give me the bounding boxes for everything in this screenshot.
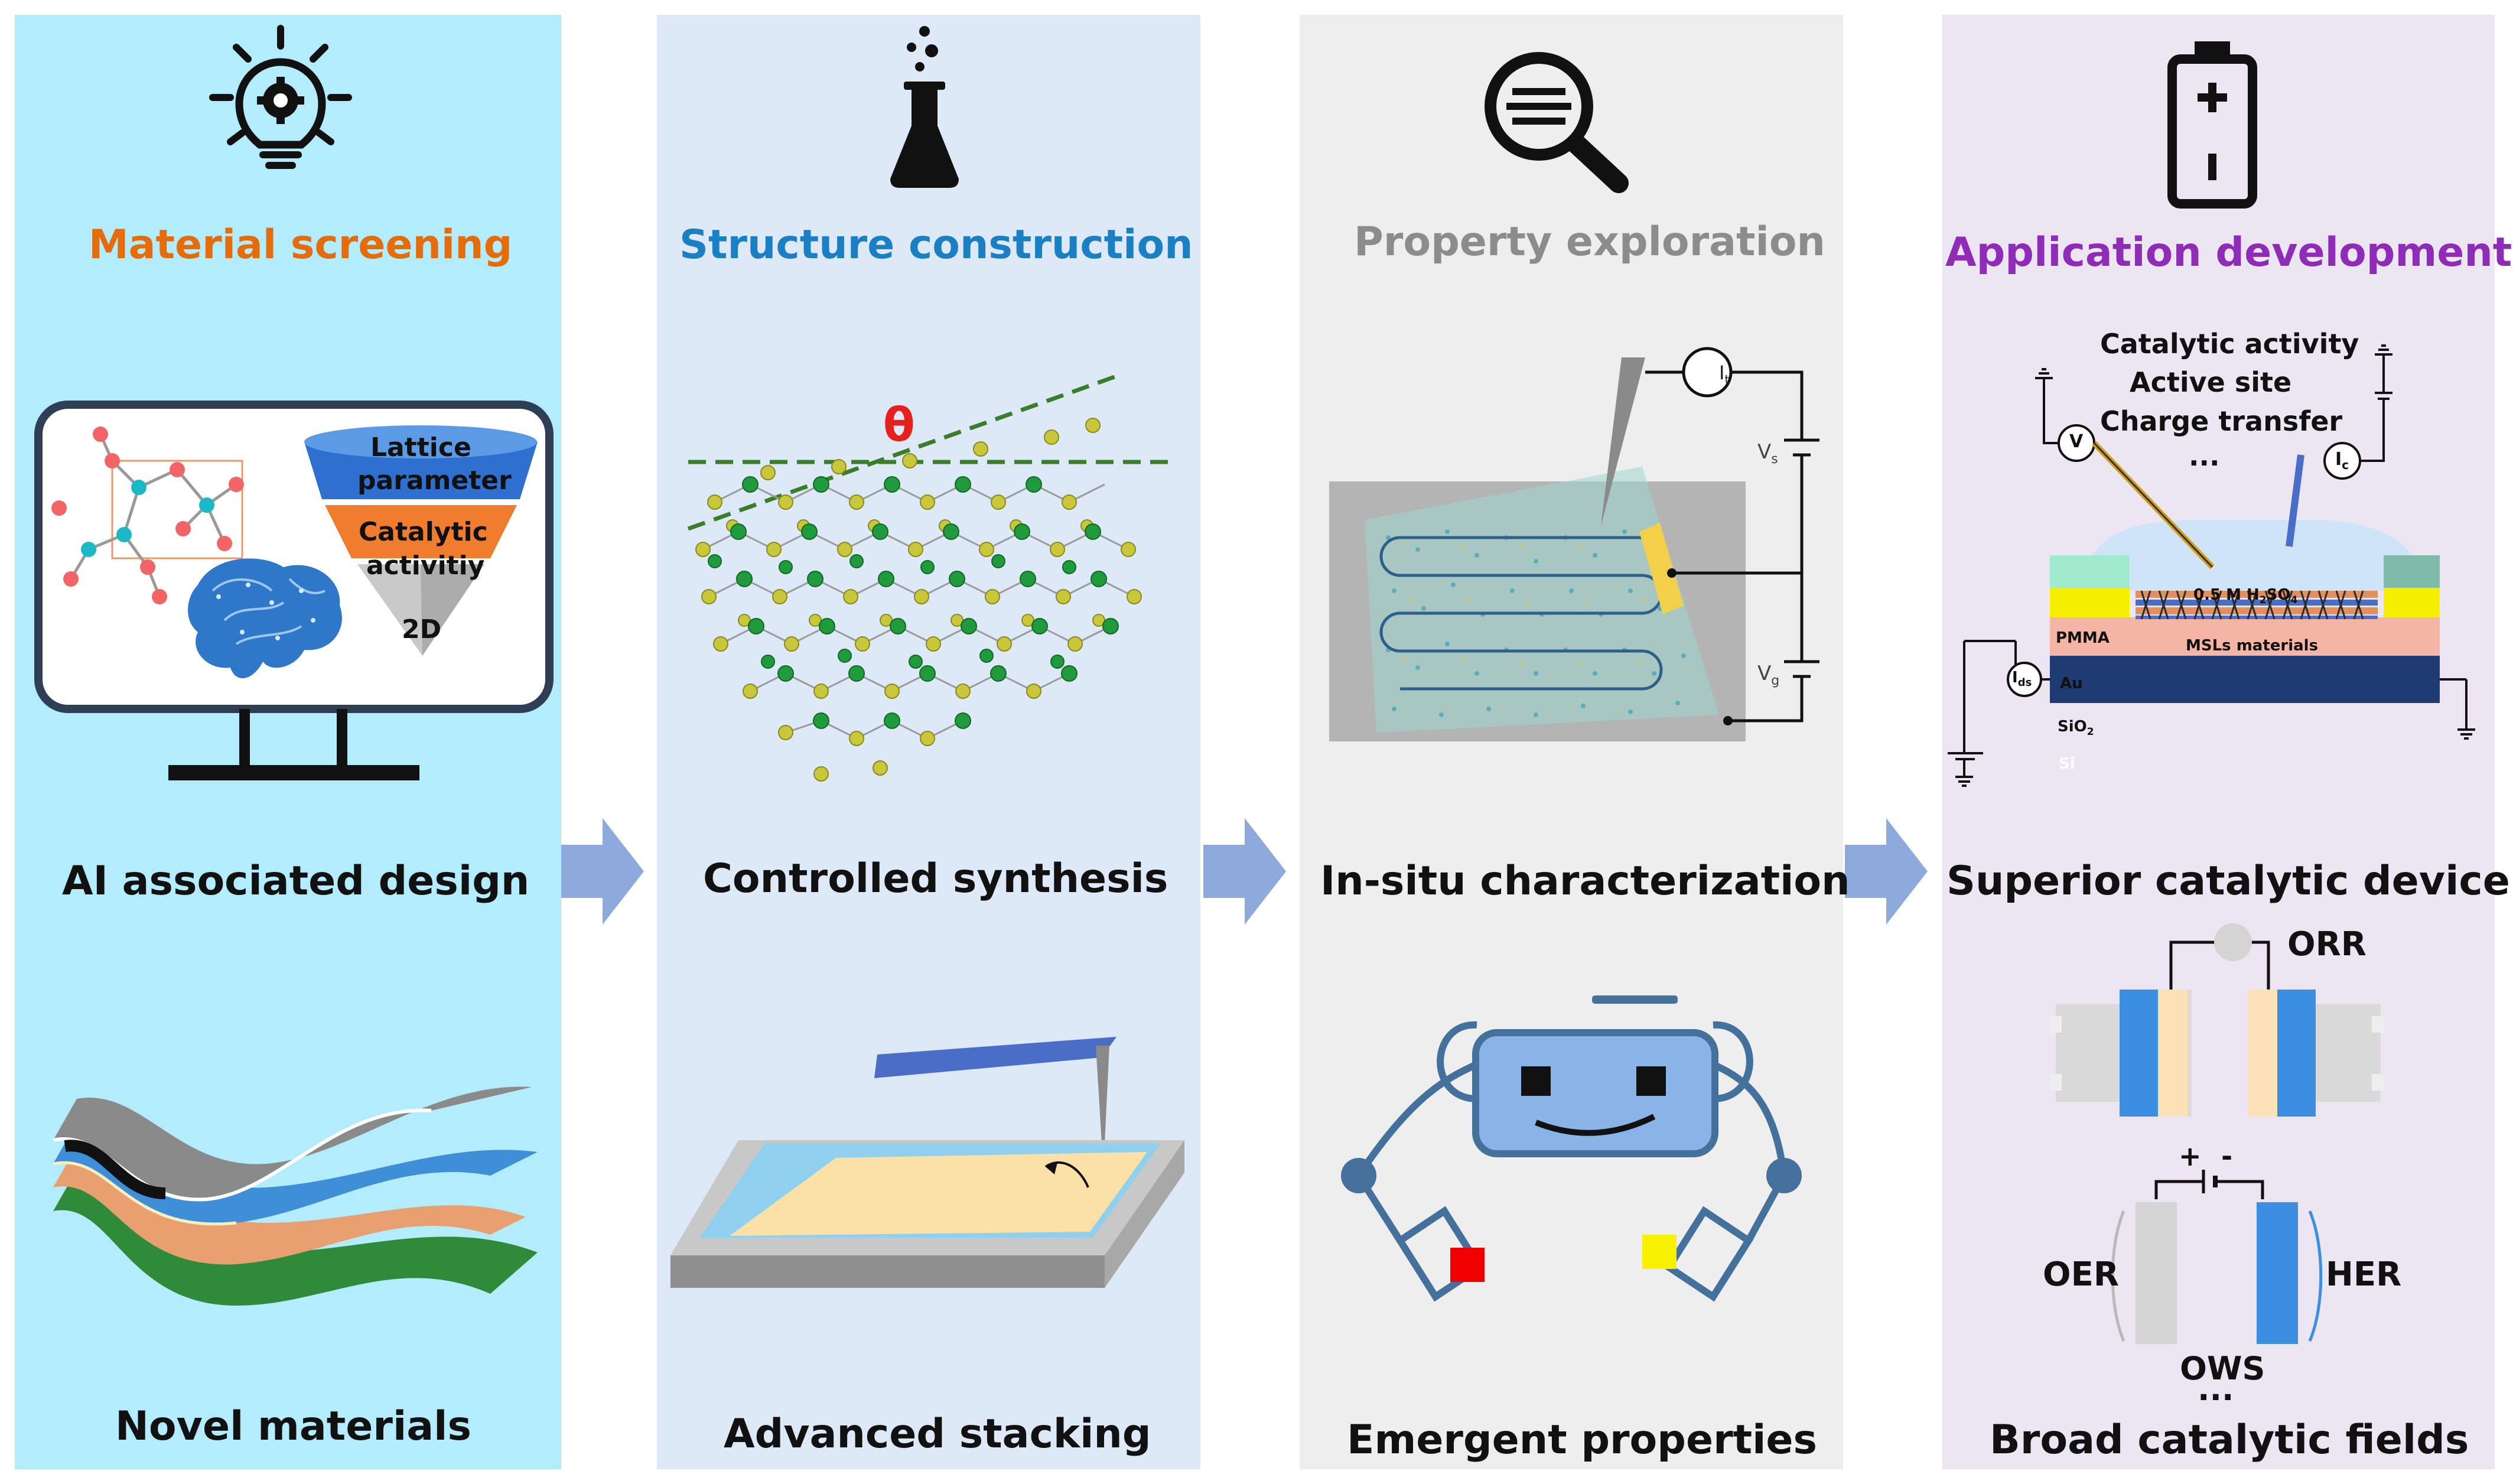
label-current-ids: Ids: [2012, 669, 2032, 689]
funnel-label-catalytic: Catalytic: [359, 517, 488, 547]
in-situ-measurement-illustration: [1329, 347, 1819, 741]
caption-in-situ-characterization: In-situ characterization: [1320, 858, 1850, 904]
flow-arrow-2: [1203, 818, 1286, 925]
lightbulb-gear-icon: [209, 25, 352, 169]
label-msls-materials: MSLs materials: [2186, 637, 2319, 655]
label-orr: ORR: [2287, 925, 2366, 964]
device-list-catalytic-activity: Catalytic activity: [2100, 328, 2359, 360]
label-ellipsis: ...: [2198, 1371, 2234, 1408]
caption-ai-associated-design: AI associated design: [62, 858, 530, 904]
panel-application-development: [1942, 15, 2495, 1469]
novel-materials-illustration: [53, 1086, 538, 1306]
label-voltage-vs: Vs: [1757, 440, 1778, 467]
robot-illustration: [1341, 995, 1802, 1302]
caption-broad-catalytic-fields: Broad catalytic fields: [1990, 1417, 2469, 1463]
heading-application-development: Application development: [1945, 229, 2512, 276]
heading-material-screening: Material screening: [89, 222, 513, 268]
funnel-label-2d: 2D: [402, 614, 442, 645]
label-electrolyte: 0.5 M H2SO4: [2193, 586, 2298, 607]
label-sio2: SiO2: [2058, 718, 2094, 738]
magnifier-icon: [1485, 52, 1629, 193]
caption-emergent-properties: Emergent properties: [1347, 1417, 1818, 1463]
label-voltage-vg: Vg: [1757, 662, 1780, 688]
label-her: HER: [2326, 1255, 2402, 1294]
device-list-active-site: Active site: [2130, 366, 2292, 398]
device-list-charge-transfer: Charge transfer: [2100, 405, 2343, 437]
caption-superior-catalytic-device: Superior catalytic device: [1946, 858, 2510, 904]
stacking-stage-illustration: [670, 1037, 1184, 1288]
funnel-label-lattice: Lattice: [370, 432, 471, 463]
label-current-ic: Ic: [2335, 449, 2349, 472]
label-ows: OWS: [2180, 1350, 2265, 1387]
caption-controlled-synthesis: Controlled synthesis: [703, 855, 1168, 902]
label-voltage-v: V: [2069, 431, 2084, 452]
label-current-it: It: [1719, 362, 1730, 387]
label-oer: OER: [2043, 1255, 2119, 1294]
orr-cell-illustration: [2050, 923, 2384, 1117]
water-splitting-illustration: [2111, 1170, 2323, 1344]
flow-arrow-1: [561, 818, 644, 925]
electrochemical-device-illustration: [1948, 344, 2475, 787]
funnel-label-activitiy: activitiy: [366, 551, 485, 581]
device-list-ellipsis: ...: [2189, 440, 2220, 472]
funnel-label-parameter: parameter: [357, 466, 512, 496]
caption-advanced-stacking: Advanced stacking: [724, 1411, 1151, 1457]
label-au: Au: [2060, 675, 2083, 692]
caption-novel-materials: Novel materials: [115, 1403, 471, 1450]
twisted-bilayer-lattice: [687, 373, 1176, 782]
label-plus: +: [2179, 1140, 2202, 1172]
battery-icon: [2167, 41, 2257, 209]
flow-arrow-3: [1845, 818, 1928, 925]
label-minus: -: [2221, 1140, 2233, 1172]
flask-icon: [890, 26, 959, 188]
label-pmma: PMMA: [2056, 629, 2110, 647]
twist-angle-label: θ: [883, 399, 915, 452]
ai-monitor-illustration: [34, 401, 554, 780]
heading-property-exploration: Property exploration: [1354, 219, 1825, 265]
heading-structure-construction: Structure construction: [679, 222, 1193, 268]
label-si: Si: [2059, 755, 2075, 773]
